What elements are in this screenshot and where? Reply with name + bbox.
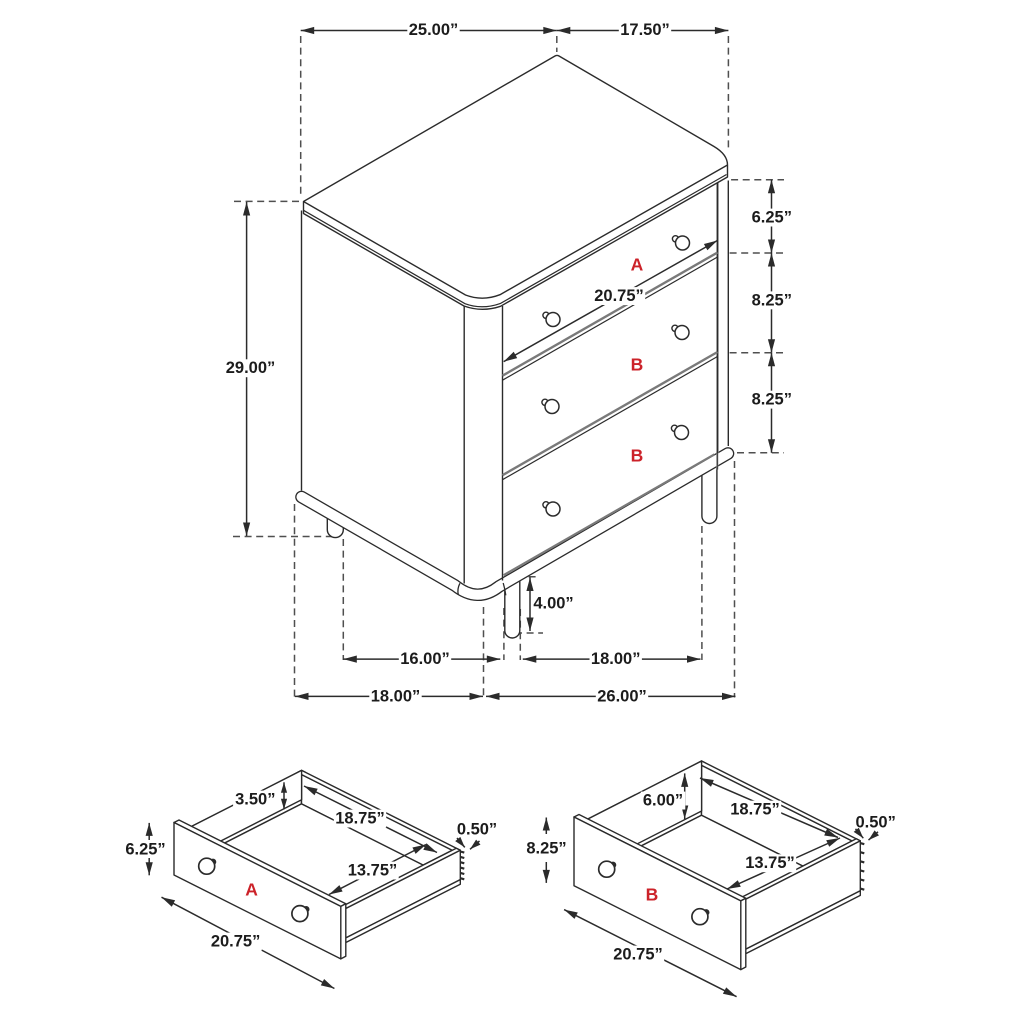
svg-text:18.00”: 18.00”	[371, 687, 421, 705]
svg-text:3.50”: 3.50”	[235, 791, 275, 809]
svg-text:20.75”: 20.75”	[613, 946, 663, 964]
svg-text:16.00”: 16.00”	[400, 650, 450, 668]
svg-text:6.25”: 6.25”	[125, 840, 165, 858]
svg-text:13.75”: 13.75”	[745, 854, 795, 872]
svg-text:B: B	[631, 355, 644, 375]
svg-text:26.00”: 26.00”	[597, 687, 647, 705]
svg-text:4.00”: 4.00”	[533, 594, 573, 612]
svg-text:25.00”: 25.00”	[409, 21, 459, 39]
svg-text:18.00”: 18.00”	[591, 650, 641, 668]
svg-text:A: A	[631, 255, 644, 275]
svg-text:0.50”: 0.50”	[856, 813, 896, 831]
svg-text:B: B	[631, 446, 644, 466]
svg-text:6.25”: 6.25”	[752, 209, 792, 227]
svg-text:0.50”: 0.50”	[457, 820, 497, 838]
svg-text:29.00”: 29.00”	[226, 359, 276, 377]
svg-text:8.25”: 8.25”	[752, 391, 792, 409]
svg-text:20.75”: 20.75”	[211, 933, 261, 951]
svg-text:6.00”: 6.00”	[643, 792, 683, 810]
svg-text:B: B	[646, 885, 659, 905]
svg-text:17.50”: 17.50”	[620, 21, 670, 39]
svg-text:8.25”: 8.25”	[752, 291, 792, 309]
svg-text:8.25”: 8.25”	[526, 840, 566, 858]
svg-text:18.75”: 18.75”	[730, 801, 780, 819]
svg-text:20.75”: 20.75”	[594, 287, 644, 305]
svg-text:18.75”: 18.75”	[335, 810, 385, 828]
svg-text:13.75”: 13.75”	[348, 862, 398, 880]
svg-text:A: A	[245, 880, 258, 900]
